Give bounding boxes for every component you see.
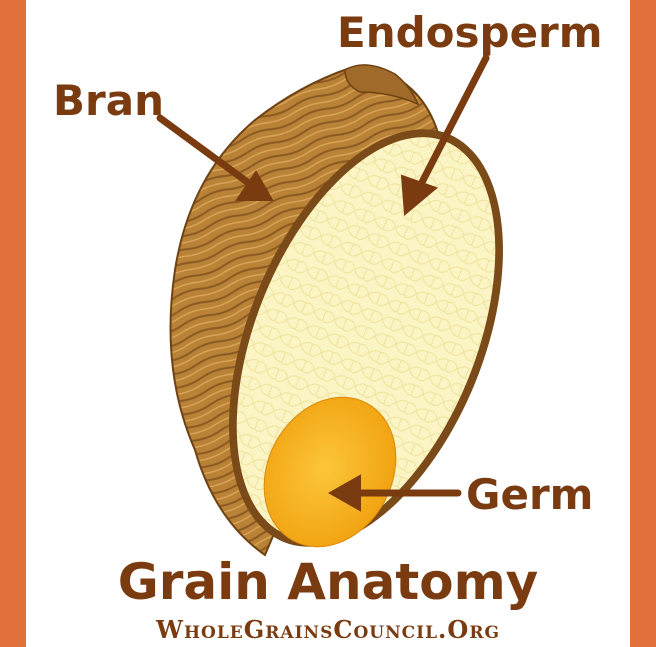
bran-tip	[344, 64, 420, 106]
frame-left-border	[0, 0, 26, 647]
endosperm-label: Endosperm	[337, 8, 603, 57]
diagram-title: Grain Anatomy	[117, 553, 539, 611]
bran-label: Bran	[53, 76, 164, 125]
germ-arrow	[327, 474, 462, 512]
germ-label: Germ	[466, 470, 594, 519]
website-link[interactable]: WholeGrainsCouncil.Org	[156, 615, 500, 644]
germ-region	[263, 396, 397, 548]
frame-right-border	[630, 0, 656, 647]
bran-arrow	[156, 114, 274, 201]
endosperm-arrow	[400, 54, 490, 217]
